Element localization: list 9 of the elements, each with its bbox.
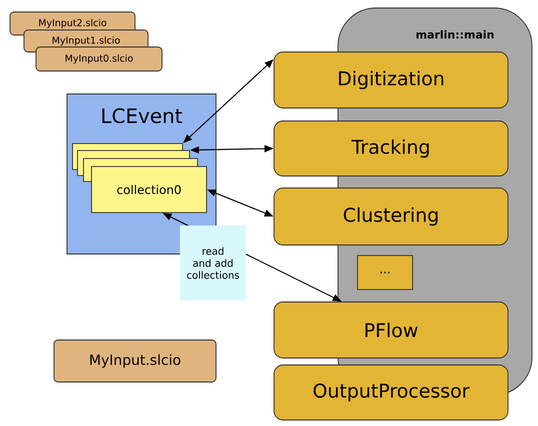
processor-box: Tracking: [274, 120, 508, 176]
collection-card: collection0: [91, 166, 207, 213]
processor-box: OutputProcessor: [274, 364, 508, 420]
file-box: MyInput0.slcio: [36, 46, 162, 72]
processor-box: PFlow: [274, 302, 508, 358]
file-box: MyInput.slcio: [54, 340, 216, 382]
processor-box: Digitization: [274, 52, 508, 108]
processor-box: Clustering: [274, 188, 508, 246]
processor-box: ...: [357, 255, 413, 290]
